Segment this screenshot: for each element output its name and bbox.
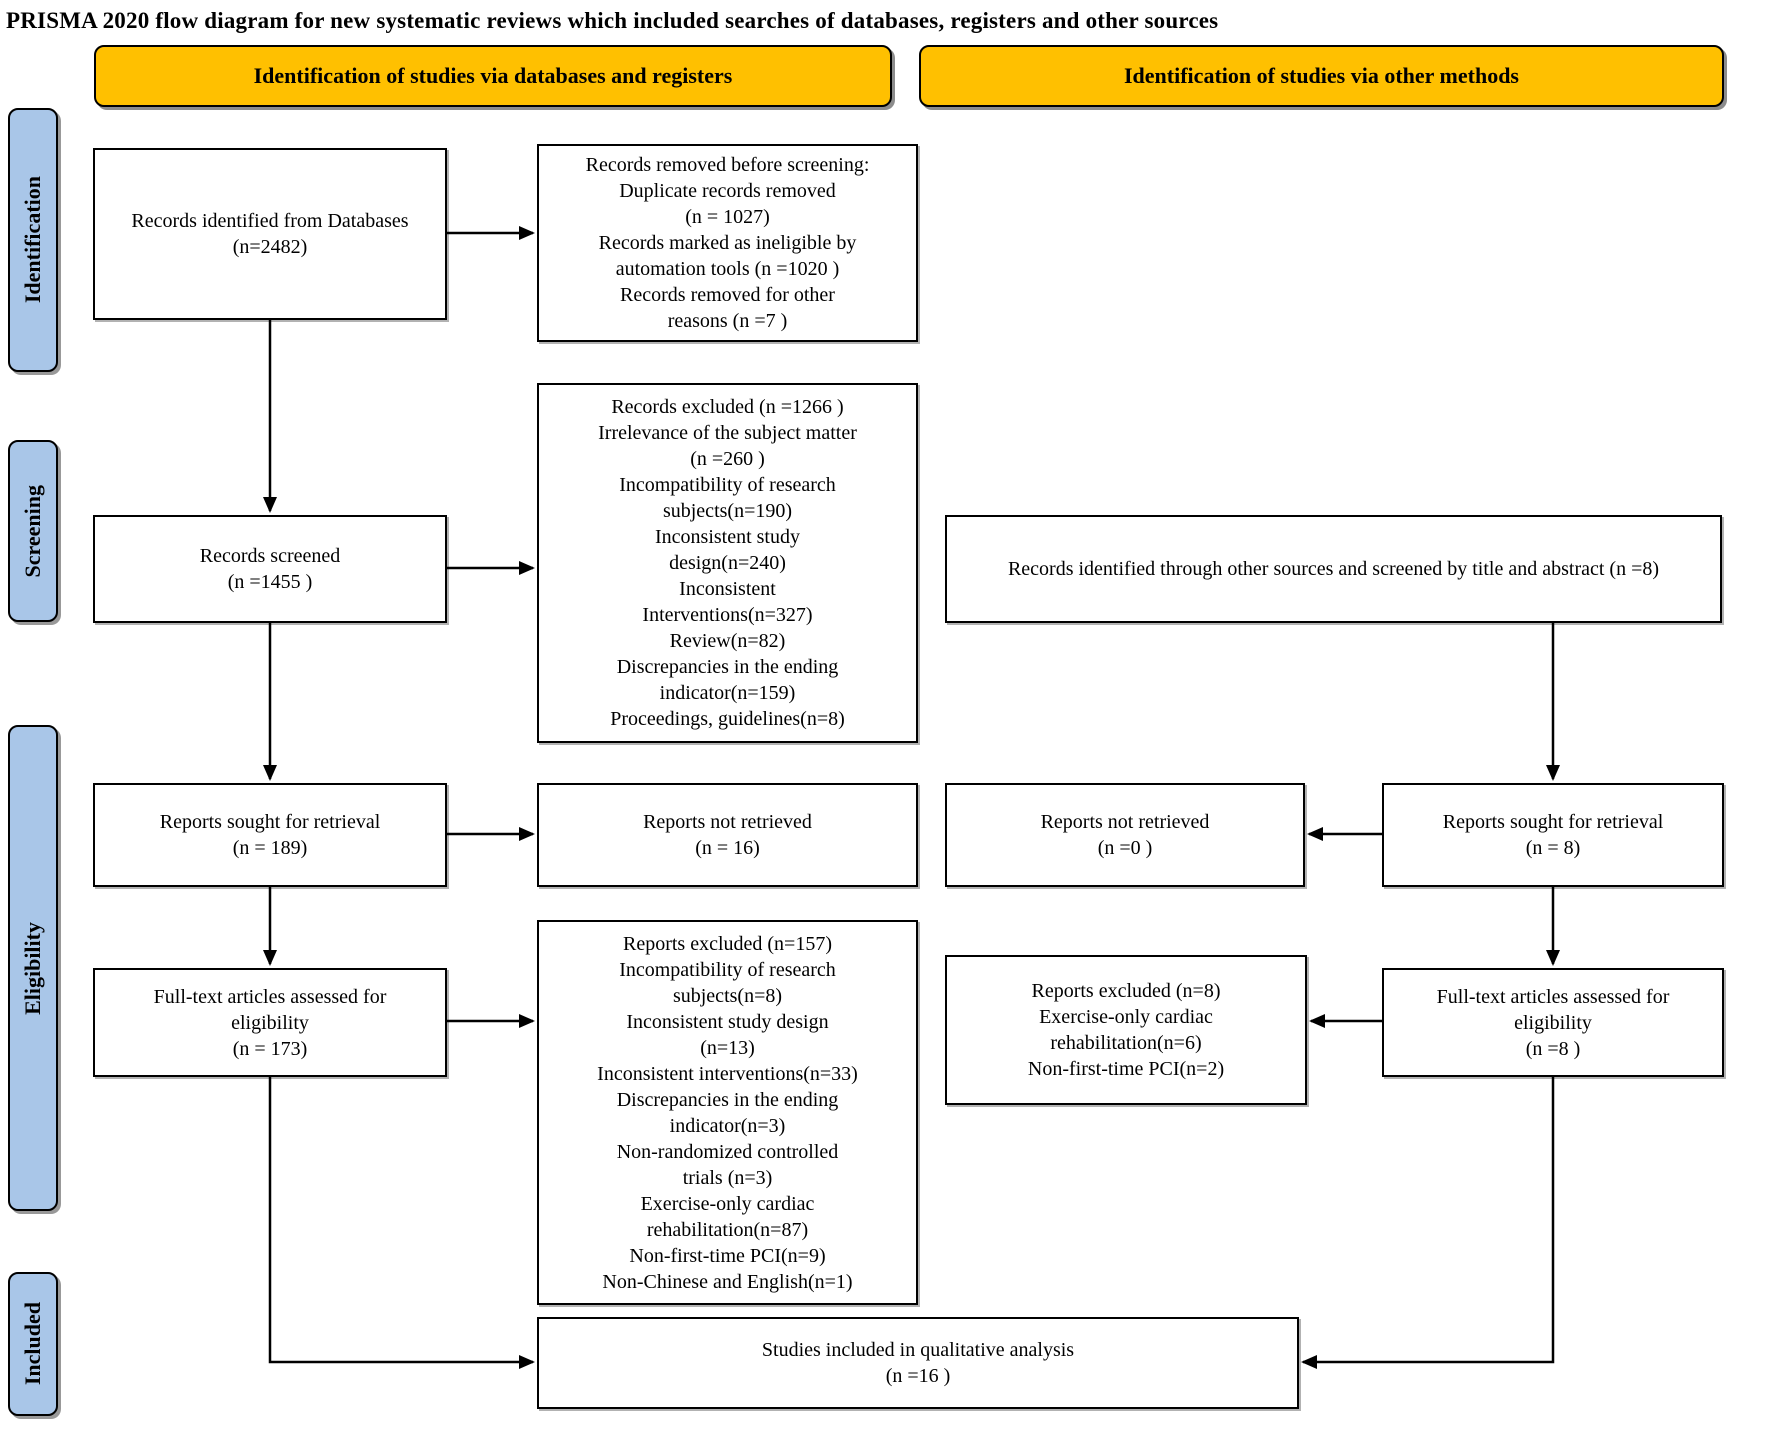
stage-label-included: Included (20, 1302, 45, 1386)
box-records-screened: Records screened (n =1455 ) (93, 515, 447, 623)
box-reports-not-retrieved-other: Reports not retrieved (n =0 ) (945, 783, 1305, 887)
box-studies-included: Studies included in qualitative analysis… (537, 1317, 1299, 1409)
box-reports-sought-databases: Reports sought for retrieval (n = 189) (93, 783, 447, 887)
arrow-fulltext-db-to-included (268, 1076, 535, 1369)
page-title: PRISMA 2020 flow diagram for new systema… (6, 8, 1219, 33)
stage-bar-included: Included (8, 1272, 58, 1416)
header-databases-registers: Identification of studies via databases … (94, 45, 892, 107)
stage-label-eligibility: Eligibility (20, 921, 45, 1015)
box-reports-excluded-databases: Reports excluded (n=157) Incompatibility… (537, 920, 918, 1305)
header-other-methods: Identification of studies via other meth… (919, 45, 1724, 107)
stage-bar-screening: Screening (8, 440, 58, 622)
box-records-excluded: Records excluded (n =1266 ) Irrelevance … (537, 383, 918, 743)
box-fulltext-assessed-databases: Full-text articles assessed for eligibil… (93, 968, 447, 1077)
box-records-other-sources: Records identified through other sources… (945, 515, 1722, 623)
stage-bar-eligibility: Eligibility (8, 725, 58, 1211)
stage-label-screening: Screening (20, 484, 45, 578)
box-records-identified-databases: Records identified from Databases (n=248… (93, 148, 447, 320)
stage-label-identification: Identification (20, 176, 45, 304)
box-fulltext-assessed-other: Full-text articles assessed for eligibil… (1382, 968, 1724, 1077)
box-reports-excluded-other: Reports excluded (n=8) Exercise-only car… (945, 955, 1307, 1105)
box-reports-not-retrieved-databases: Reports not retrieved (n = 16) (537, 783, 918, 887)
stage-bar-identification: Identification (8, 108, 58, 372)
arrow-fulltext-other-to-included (1301, 1076, 1555, 1369)
box-reports-sought-other: Reports sought for retrieval (n = 8) (1382, 783, 1724, 887)
box-records-removed-before-screening: Records removed before screening: Duplic… (537, 144, 918, 342)
